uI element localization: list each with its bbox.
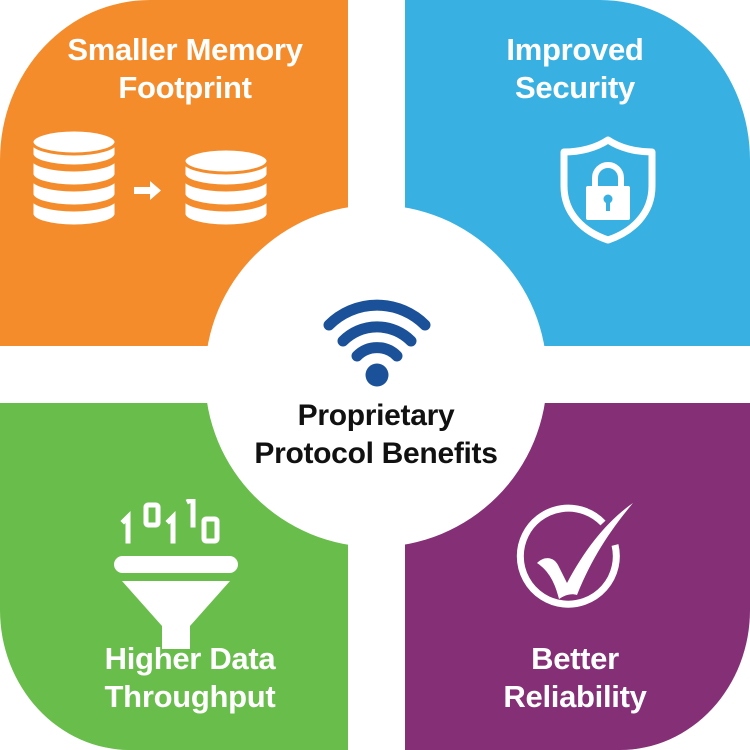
quadrant-smaller-memory-footprint: Smaller Memory Footprint [0, 0, 348, 346]
quadrant-title: Higher Data Throughput [40, 640, 340, 716]
shield-lock-icon [560, 136, 656, 244]
center-title-line-1: Proprietary [297, 399, 455, 432]
binary-funnel-icon [114, 499, 238, 649]
title-line-1: Smaller Memory [67, 32, 303, 67]
center-hub: Proprietary Protocol Benefits [205, 205, 547, 547]
center-title-line-2: Protocol Benefits [254, 437, 498, 470]
title-line-2: Throughput [104, 679, 276, 714]
title-line-1: Improved [506, 32, 644, 67]
wifi-icon [323, 299, 431, 387]
arrow-right-icon [134, 181, 161, 200]
title-line-2: Reliability [503, 679, 647, 714]
quadrant-title: Better Reliability [425, 640, 725, 716]
title-line-2: Footprint [118, 70, 252, 105]
center-title: Proprietary Protocol Benefits [205, 397, 547, 473]
check-circle-icon [516, 503, 633, 608]
title-line-1: Better [531, 641, 619, 676]
title-line-1: Higher Data [104, 641, 276, 676]
quadrant-title: Improved Security [425, 31, 725, 107]
database-shrink-icon [30, 128, 270, 228]
title-line-2: Security [515, 70, 635, 105]
quadrant-title: Smaller Memory Footprint [40, 31, 330, 107]
